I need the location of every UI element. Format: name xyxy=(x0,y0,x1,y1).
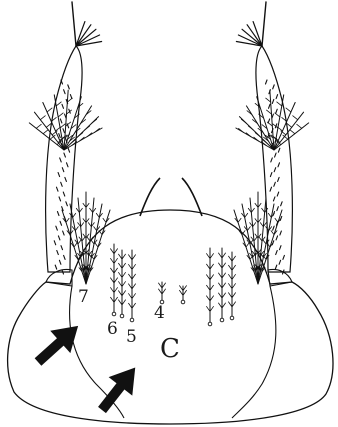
label-seta-5: 5 xyxy=(126,327,137,347)
head-capsule-outline xyxy=(8,210,333,424)
label-seta-4: 4 xyxy=(154,303,165,323)
right-lobe-line xyxy=(232,286,276,418)
left-antennal-tuft xyxy=(29,90,102,150)
arrow-upper xyxy=(28,315,88,373)
left-lower-tuft xyxy=(62,192,110,284)
right-lower-tuft xyxy=(234,192,282,284)
right-antennal-tuft xyxy=(236,90,309,150)
label-seta-7: 7 xyxy=(78,287,89,307)
right-antenna xyxy=(256,46,292,272)
label-region-c: C xyxy=(160,334,180,364)
cranial-setae xyxy=(111,244,236,326)
right-apical-brush xyxy=(236,2,266,46)
left-apical-brush xyxy=(72,2,102,46)
label-seta-6: 6 xyxy=(107,319,118,339)
